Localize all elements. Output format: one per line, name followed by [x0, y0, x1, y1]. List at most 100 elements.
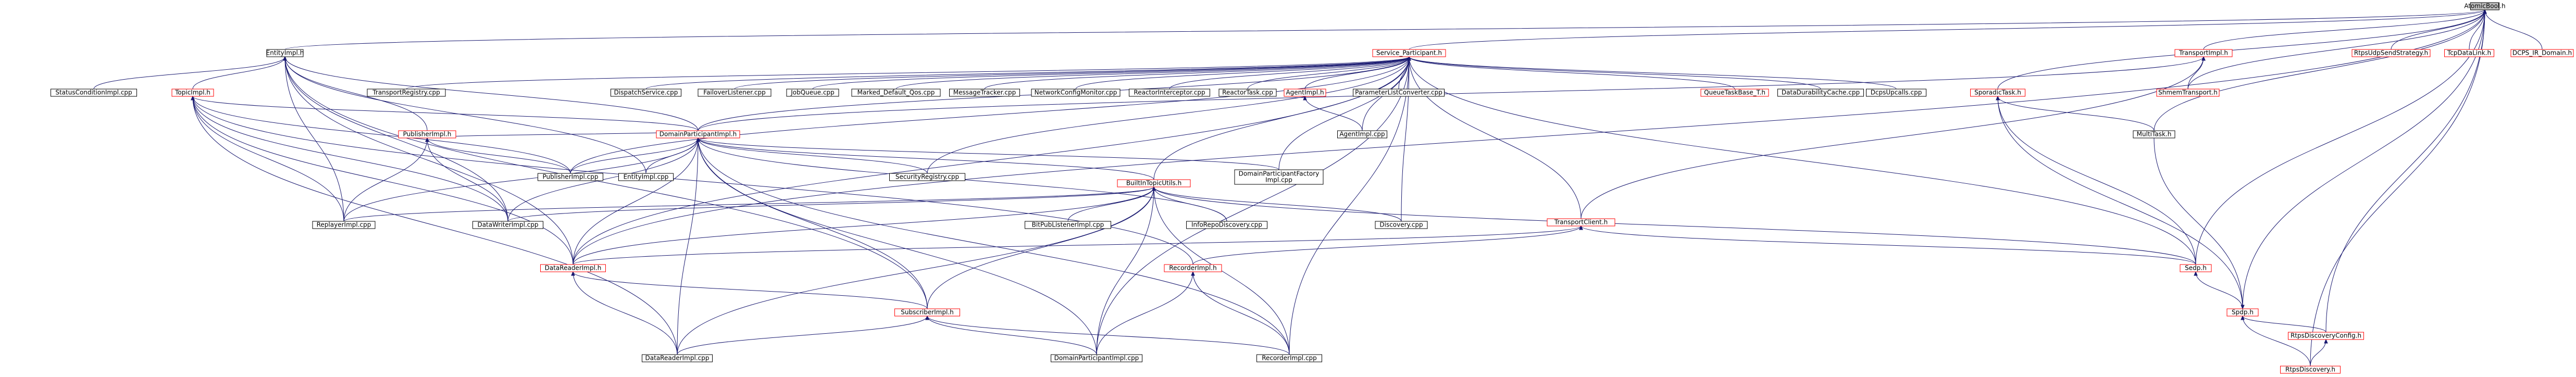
node-tcpdatalink-h[interactable]: TcpDataLink.h	[2444, 49, 2494, 57]
node-dispatchservice-cpp[interactable]: DispatchService.cpp	[611, 89, 681, 97]
edge-domainparticipantimpl_cpp-to-recorderimpl_h	[1096, 271, 1193, 355]
edge-subscriberimpl_h-to-entityimpl_h	[284, 56, 928, 309]
node-box	[51, 89, 137, 97]
node-messagetracker-cpp[interactable]: MessageTracker.cpp	[949, 89, 1020, 97]
node-publisherimpl-cpp[interactable]: PublisherImpl.cpp	[538, 173, 603, 181]
node-rtpsudpsendstrategy-h[interactable]: RtpsUdpSendStrategy.h	[2351, 49, 2431, 57]
node-box	[656, 130, 740, 139]
node-networkconfigmonitor-cpp[interactable]: NetworkConfigMonitor.cpp	[1031, 89, 1121, 97]
node-label: SecurityRegistry.cpp	[895, 173, 959, 181]
edge-sedp_h-to-sporadictask_h	[1997, 96, 2196, 265]
arrowhead-datareaderimpl_cpp-to-datareaderimpl_h	[571, 271, 575, 276]
edge-queuetaskbase_t_h-to-service_participant_h	[1409, 56, 1735, 90]
edge-statuscondition_cpp-to-entityimpl_h	[93, 56, 285, 90]
node-atomicbool[interactable]: AtomicBool.h	[2464, 2, 2506, 10]
node-datadurabilitycache-cpp[interactable]: DataDurabilityCache.cpp	[1777, 89, 1864, 97]
node-dcpsupcalls-cpp[interactable]: DcpsUpcalls.cpp	[1866, 89, 1926, 97]
node-box	[171, 89, 214, 97]
node-replayerimpl-cpp[interactable]: ReplayerImpl.cpp	[312, 221, 376, 229]
node-datareaderimpl-cpp[interactable]: DataReaderImpl.cpp	[642, 354, 713, 362]
node-box	[540, 264, 606, 272]
node-label: MessageTracker.cpp	[953, 89, 1016, 96]
node-box	[398, 130, 456, 139]
node-box	[1547, 218, 1615, 227]
node-label: JobQueue.cpp	[790, 89, 835, 96]
node-entityimpl-cpp[interactable]: EntityImpl.cpp	[618, 173, 674, 181]
node-label: Impl.cpp	[1265, 177, 1292, 184]
node-dcps-ir-domain-h[interactable]: DCPS_IR_Domain.h	[2510, 49, 2574, 57]
node-box	[618, 173, 674, 181]
node-rtpsdiscovery-h[interactable]: RtpsDiscovery.h	[2280, 366, 2341, 374]
edge-datareaderimpl_h-to-builtintopicutils_h	[573, 186, 1154, 265]
node-reactortask-cpp[interactable]: ReactorTask.cpp	[1218, 89, 1277, 97]
node-shmemtransport-h[interactable]: ShmemTransport.h	[2156, 89, 2220, 97]
node-transportclient-h[interactable]: TransportClient.h	[1547, 218, 1615, 227]
node-securityregistry-cpp[interactable]: SecurityRegistry.cpp	[889, 173, 965, 181]
edge-datawriterimpl_cpp-to-builtintopicutils_h	[507, 186, 1154, 222]
arrowhead-agentimpl_cpp-to-agentimpl_h	[1303, 95, 1307, 100]
edge-entityimpl_cpp-to-entityimpl_h	[284, 56, 646, 174]
edge-sedp_h-to-atomicbool	[2195, 9, 2485, 265]
node-domainparticipantimpl-cpp[interactable]: DomainParticipantImpl.cpp	[1051, 354, 1142, 362]
edge-publisherimpl_cpp-to-domainparticipantimpl_h	[570, 137, 699, 174]
node-box	[698, 89, 771, 97]
node-transportimpl-h[interactable]: TransportImpl.h	[2174, 49, 2233, 57]
node-recorderimpl-cpp[interactable]: RecorderImpl.cpp	[1256, 354, 1322, 362]
node-subscriberimpl-h[interactable]: SubscriberImpl.h	[894, 308, 960, 317]
edge-rtpsudpsendstrategy_h-to-atomicbool	[2391, 9, 2485, 50]
node-bitpublistenerimpl-cpp[interactable]: BitPubListenerImpl.cpp	[1025, 221, 1111, 229]
edge-multitask_h-to-spdp_h	[2154, 137, 2243, 309]
node-service-participant-h[interactable]: Service_Participant.h	[1372, 49, 1446, 57]
node-label: BitPubListenerImpl.cpp	[1032, 221, 1104, 229]
node-label: ParameterListConverter.cpp	[1355, 89, 1442, 96]
node-builtintopicutils-h[interactable]: BuiltInTopicUtils.h	[1117, 179, 1191, 187]
node-label: DispatchService.cpp	[614, 89, 678, 96]
edge-agentimpl_cpp-to-agentimpl_h	[1304, 96, 1363, 131]
node-multitask-h[interactable]: MultiTask.h	[2133, 130, 2175, 139]
edge-agentimpl_h-to-service_participant_h	[1304, 56, 1410, 90]
node-jobqueue-cpp[interactable]: JobQueue.cpp	[786, 89, 839, 97]
node-statuscondition-cpp[interactable]: StatusConditionImpl.cpp	[51, 89, 137, 97]
edge-securityregistry_cpp-to-service_participant_h	[927, 56, 1410, 174]
node-box	[2470, 2, 2499, 10]
node-spdp-h[interactable]: Spdp.h	[2226, 308, 2259, 317]
node-recorderimpl-h[interactable]: RecorderImpl.h	[1164, 264, 1222, 272]
arrowhead-spdp_h-to-sedp_h	[2194, 271, 2198, 276]
node-topicimpl-h[interactable]: TopicImpl.h	[171, 89, 214, 97]
node-entityimpl-h[interactable]: EntityImpl.h	[266, 49, 304, 57]
node-sporadictask-h[interactable]: SporadicTask.h	[1970, 89, 2025, 97]
node-queuetaskbase-t-h[interactable]: QueueTaskBase_T.h	[1700, 89, 1769, 97]
arrowhead-recorderimpl_h-to-topicimpl_h	[191, 95, 195, 100]
edge-dcpsupcalls_cpp-to-service_participant_h	[1409, 56, 1897, 90]
node-inforepodiscovery-cpp[interactable]: InfoRepoDiscovery.cpp	[1186, 221, 1267, 229]
node-datareaderimpl-h[interactable]: DataReaderImpl.h	[540, 264, 606, 272]
node-parameterlistconverter-cpp[interactable]: ParameterListConverter.cpp	[1353, 89, 1445, 97]
node-failoverlistener-cpp[interactable]: FailoverListener.cpp	[698, 89, 771, 97]
node-box	[2180, 264, 2212, 272]
edge-datawriterimpl_cpp-to-entityimpl_h	[284, 56, 508, 222]
node-transportregistry-cpp[interactable]: TransportRegistry.cpp	[367, 89, 446, 97]
arrowhead-rtpsdiscovery_h-to-spdp_h	[2241, 315, 2245, 320]
node-agentimpl-cpp[interactable]: AgentImpl.cpp	[1337, 130, 1387, 139]
edge-domainparticipantimpl_cpp-to-service_participant_h	[1096, 56, 1410, 355]
node-rtpsdiscoveryconfig-h[interactable]: RtpsDiscoveryConfig.h	[2288, 332, 2364, 340]
node-domainparticipantimpl-h[interactable]: DomainParticipantImpl.h	[656, 130, 740, 139]
node-agentimpl-h[interactable]: AgentImpl.h	[1284, 89, 1326, 97]
node-label: SubscriberImpl.h	[901, 309, 954, 316]
edge-spdp_h-to-atomicbool	[2242, 9, 2485, 309]
edge-bitpublistenerimpl_cpp-to-builtintopicutils_h	[1067, 186, 1154, 222]
node-box	[1337, 130, 1387, 139]
node-label: NetworkConfigMonitor.cpp	[1035, 89, 1117, 96]
edge-jobqueue_cpp-to-service_participant_h	[812, 56, 1410, 90]
node-publisherimpl-h[interactable]: PublisherImpl.h	[398, 130, 456, 139]
node-marked-default-qos-cpp[interactable]: Marked_Default_Qos.cpp	[851, 89, 941, 97]
node-reactorinterceptor-cpp[interactable]: ReactorInterceptor.cpp	[1129, 89, 1210, 97]
node-sedp-h[interactable]: Sedp.h	[2180, 264, 2212, 272]
node-discovery-cpp[interactable]: Discovery.cpp	[1375, 221, 1428, 229]
node-datawriterimpl-cpp[interactable]: DataWriterImpl.cpp	[472, 221, 543, 229]
edge-datareaderimpl_cpp-to-datareaderimpl_h	[573, 271, 678, 355]
node-label: DCPS_IR_Domain.h	[2512, 49, 2572, 57]
edge-dcps_ir_domain_h-to-atomicbool	[2484, 9, 2543, 50]
edge-datareaderimpl_cpp-to-domainparticipantimpl_h	[677, 137, 699, 355]
